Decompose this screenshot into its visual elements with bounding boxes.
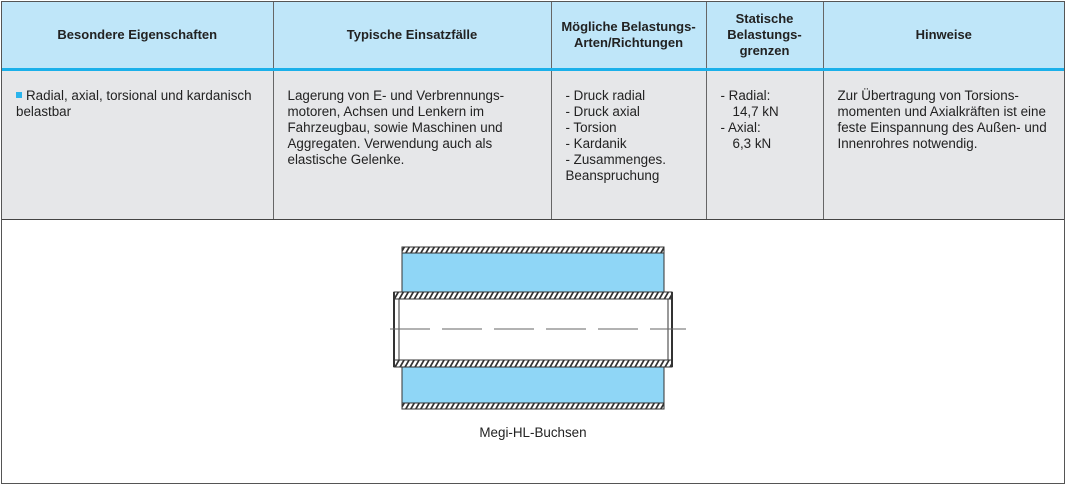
rubber-top <box>402 253 664 292</box>
list-item: - Druck axial <box>565 104 640 119</box>
cell-eigenschaften: Radial, axial, torsional und kardanisch … <box>2 69 274 220</box>
header-arten: Mögliche Belastungs-Arten/Richtungen <box>551 2 707 71</box>
inner-tube-bottom <box>393 359 673 368</box>
cell-grenzen: - Radial: 14,7 kN - Axial: 6,3 kN <box>706 69 824 220</box>
header-grenzen: Statische Belastungs-grenzen <box>706 2 824 71</box>
bullet-icon <box>16 92 22 98</box>
list-item: - Torsion <box>565 120 617 135</box>
eigenschaften-text: Radial, axial, torsional und kardanisch … <box>16 88 252 119</box>
figure-area: Megi-HL-Buchsen <box>2 206 1064 483</box>
header-hinweise: Hinweise <box>823 2 1064 71</box>
list-item: - Zusammenges. Beanspruchung <box>565 152 666 183</box>
list-item: 14,7 kN <box>732 104 779 119</box>
list-item: - Druck radial <box>565 88 646 103</box>
cell-hinweise: Zur Übertragung von Torsions-momenten un… <box>823 69 1064 220</box>
header-einsatz: Typische Einsatzfälle <box>273 2 552 71</box>
bushing-drawing <box>390 246 686 410</box>
list-item: - Kardanik <box>565 136 627 151</box>
header-eigenschaften: Besondere Eigenschaften <box>2 2 274 71</box>
outer-tube-top <box>401 246 665 254</box>
rubber-bottom <box>402 367 664 403</box>
inner-tube-top <box>393 291 673 300</box>
list-item: 6,3 kN <box>732 136 772 151</box>
list-item: - Axial: <box>720 120 761 135</box>
figure-caption: Megi-HL-Buchsen <box>479 425 587 440</box>
outer-tube-bottom <box>401 402 665 410</box>
list-item: - Radial: <box>720 88 771 103</box>
cell-arten: - Druck radial - Druck axial - Torsion -… <box>551 69 707 220</box>
cell-einsatz: Lagerung von E- und Verbrennungs-motoren… <box>273 69 552 220</box>
